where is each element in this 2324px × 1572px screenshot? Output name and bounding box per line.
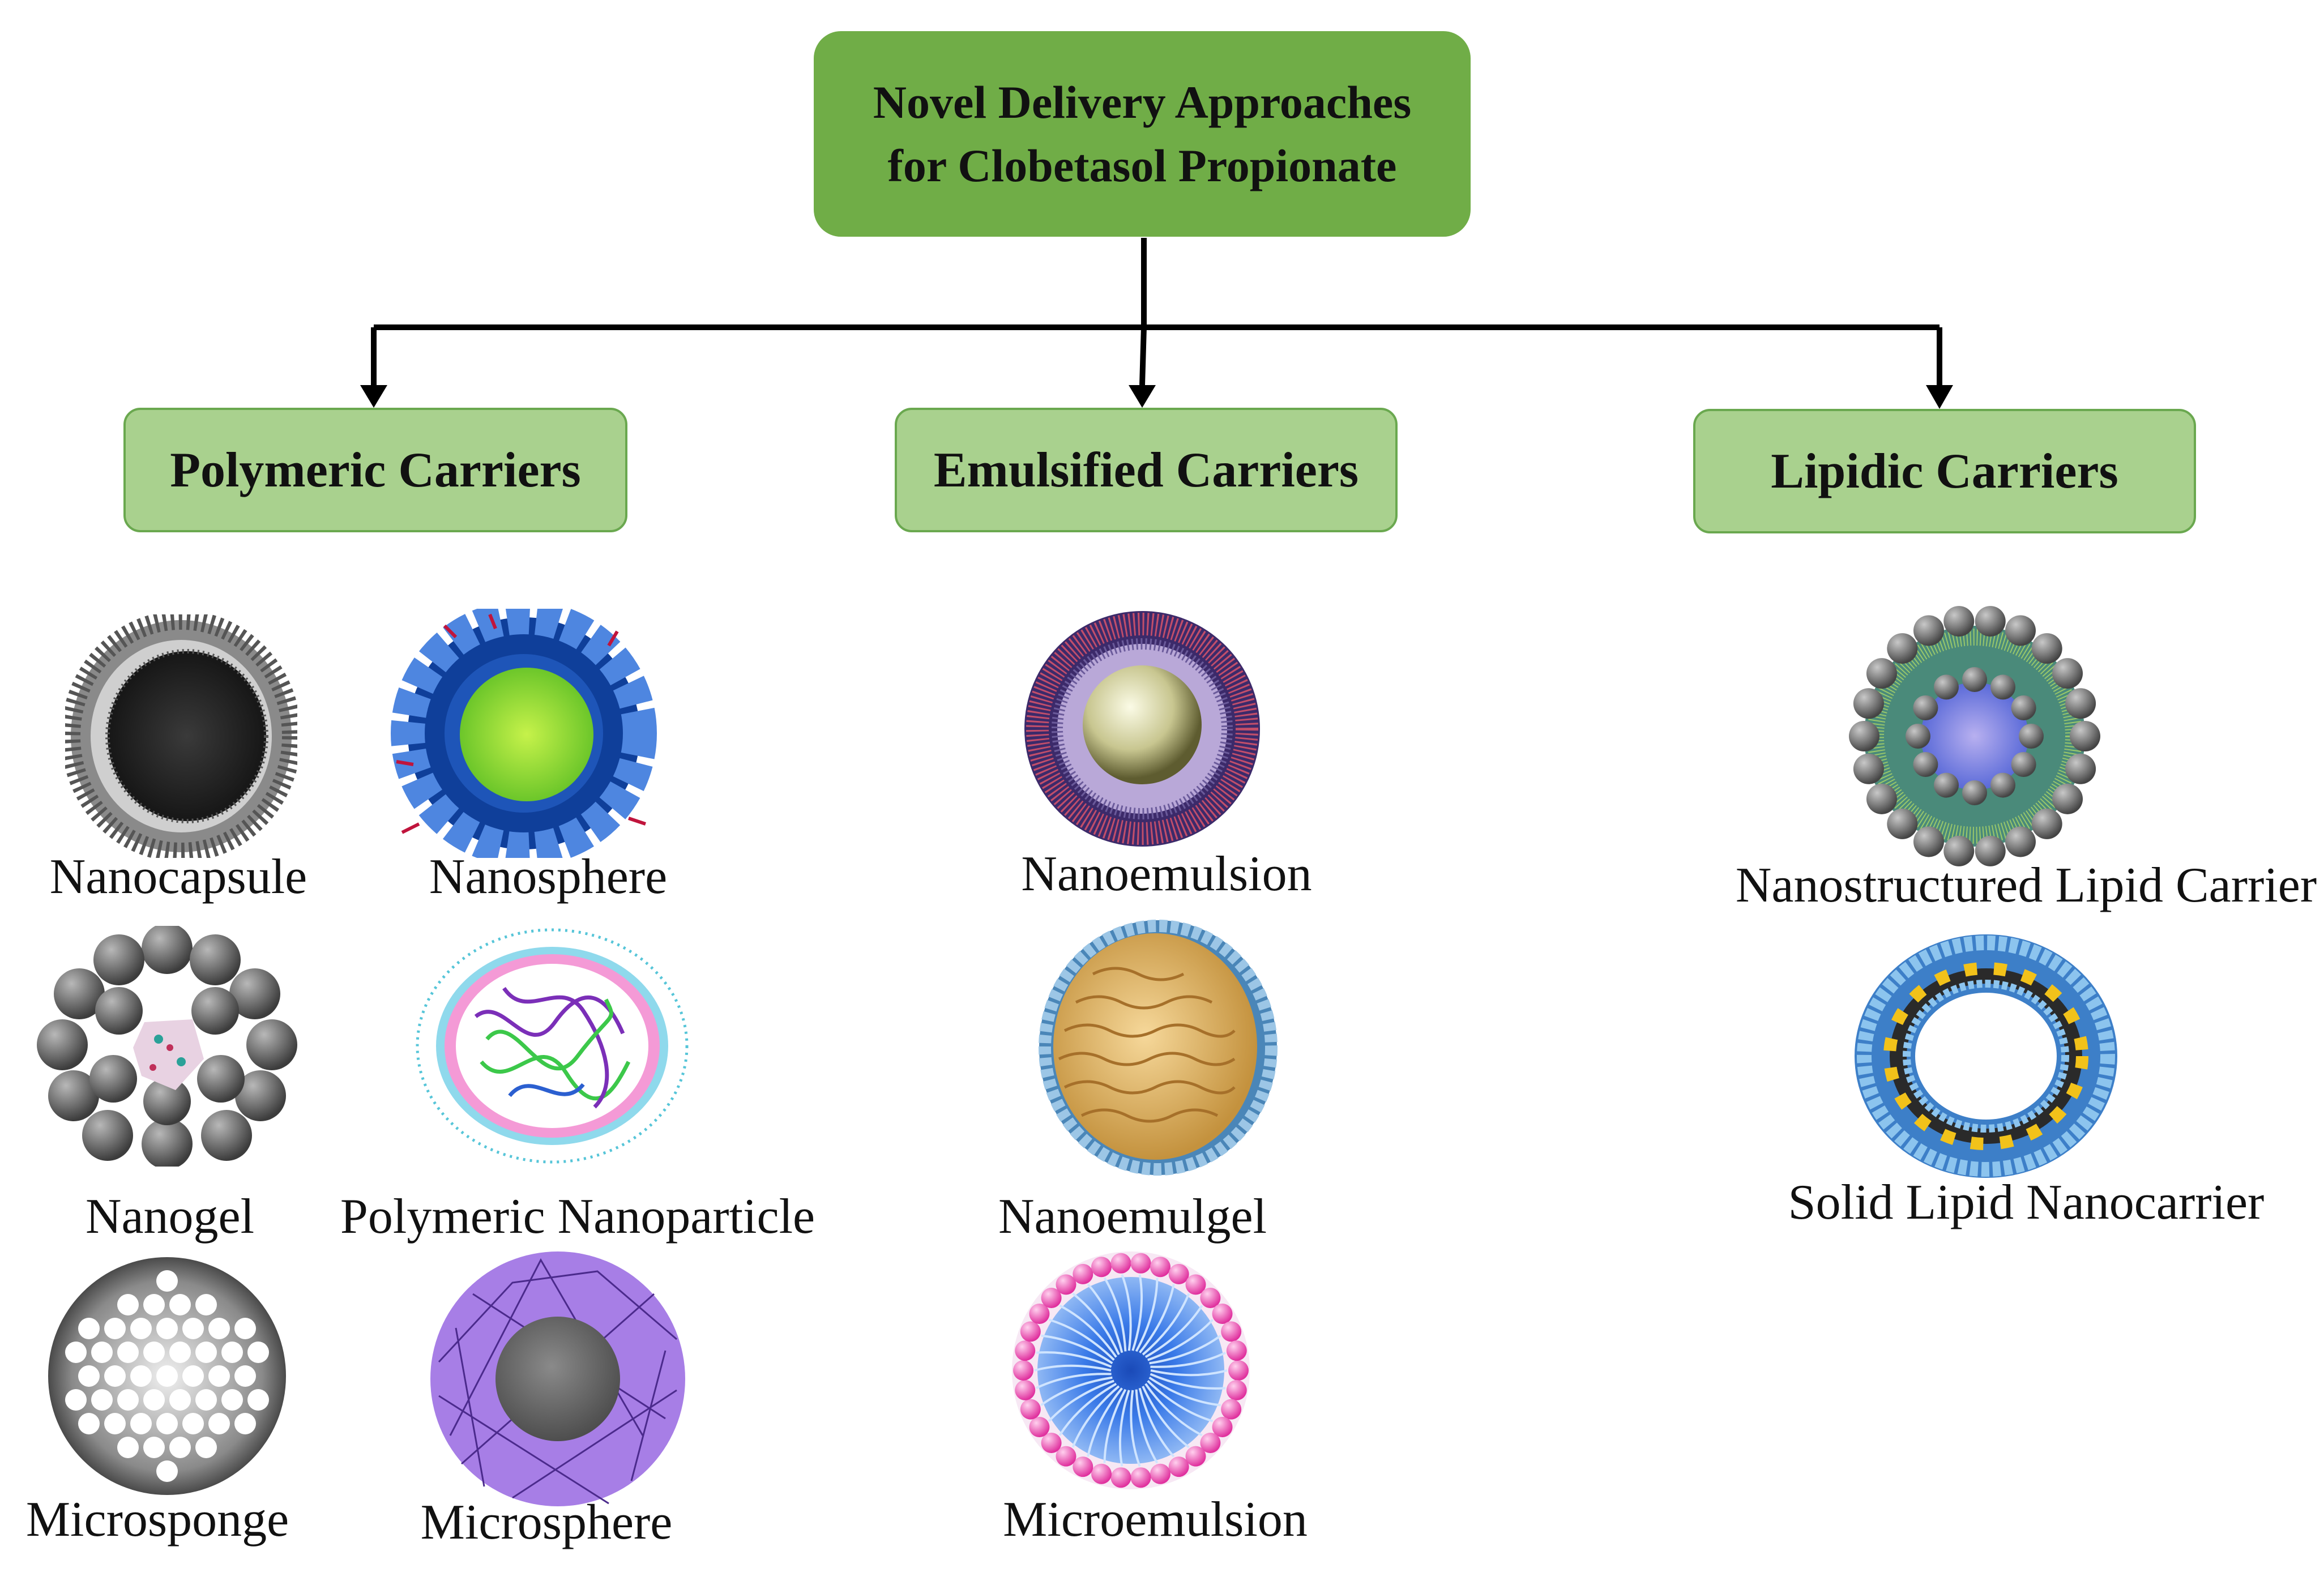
nanocapsule-image	[65, 614, 297, 858]
sln-image	[1855, 934, 2117, 1178]
category-emulsified-label: Emulsified Carriers	[933, 442, 1359, 498]
nanoemulsion-label: Nanoemulsion	[1021, 847, 1312, 902]
nlc-label: Nanostructured Lipid Carrier	[1735, 858, 2317, 913]
microsponge-label: Microsponge	[25, 1492, 289, 1547]
microsphere-label: Microsphere	[420, 1495, 673, 1550]
microsponge-image	[48, 1257, 286, 1495]
category-lipidic-label: Lipidic Carriers	[1771, 443, 2118, 499]
nanocapsule-label: Nanocapsule	[49, 849, 307, 904]
nanosphere-image	[391, 609, 657, 858]
emulsified-arrowhead	[1129, 385, 1156, 408]
nanoemulgel-image	[1039, 920, 1278, 1176]
nanosphere-label: Nanosphere	[429, 849, 668, 904]
polymeric-nanoparticle-image	[416, 928, 689, 1164]
nanogel-label: Nanogel	[85, 1189, 255, 1244]
nanoemulgel-label: Nanoemulgel	[998, 1189, 1267, 1244]
category-polymeric: Polymeric Carriers	[123, 408, 627, 532]
microemulsion-label: Microemulsion	[1003, 1492, 1308, 1547]
category-emulsified: Emulsified Carriers	[895, 408, 1398, 532]
nlc-image	[1849, 606, 2100, 866]
polymeric-nanoparticle-label: Polymeric Nanoparticle	[340, 1189, 815, 1244]
nanoemulsion-image	[1024, 611, 1260, 847]
microsphere-image	[430, 1251, 685, 1506]
polymeric-arrowhead	[360, 385, 387, 408]
sln-label: Solid Lipid Nanocarrier	[1788, 1175, 2265, 1230]
category-polymeric-label: Polymeric Carriers	[170, 442, 581, 498]
root-title: Novel Delivery Approaches for Clobetasol…	[873, 76, 1412, 191]
lipidic-arrowhead	[1926, 385, 1953, 409]
nanogel-image	[37, 926, 297, 1167]
category-lipidic: Lipidic Carriers	[1693, 409, 2196, 533]
emulsified-drop-line	[1139, 327, 1147, 386]
microemulsion-image	[1012, 1251, 1250, 1489]
root-node: Novel Delivery Approaches for Clobetasol…	[814, 31, 1471, 237]
